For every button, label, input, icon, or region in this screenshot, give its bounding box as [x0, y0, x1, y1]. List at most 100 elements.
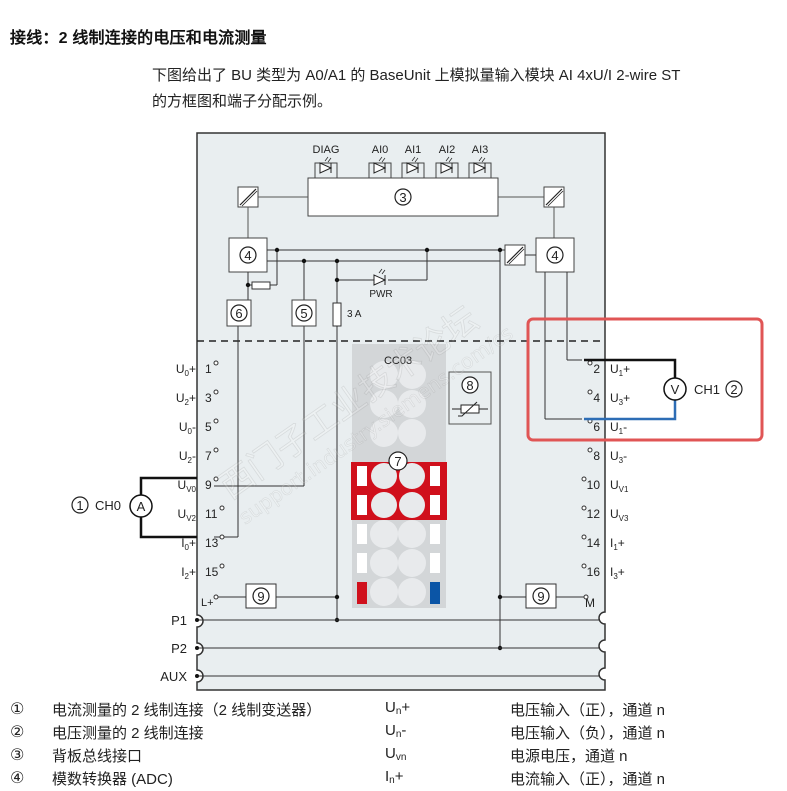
highlight-box [526, 317, 764, 442]
legend-description: 背板总线接口 [52, 748, 143, 765]
cc-hole [370, 578, 398, 606]
terminal-signal: UV3 [610, 507, 629, 523]
cc-hole [398, 361, 426, 389]
marker-8: 8 [466, 378, 473, 393]
led-group: DIAG AI0 AI1 AI2 AI3 [313, 144, 492, 179]
terminal-signal: U0- [179, 420, 196, 436]
fuse-label: 3 A [347, 309, 362, 320]
isolator-middle [504, 244, 526, 266]
terminal-signal: I3+ [610, 565, 625, 581]
led-ai2: AI2 [435, 144, 459, 179]
terminal-10: 10 UV1 [581, 476, 629, 494]
legend-symbol: Un+ [385, 699, 411, 717]
terminal-8: 8 U3- [587, 447, 627, 465]
terminal-signal: U1+ [610, 362, 630, 378]
led-icon [373, 162, 387, 174]
m-label: M [585, 596, 595, 610]
cc-hole [398, 419, 426, 447]
terminal-signal: U3+ [610, 391, 630, 407]
cc-hole [370, 390, 398, 418]
marker-2-circle [725, 380, 743, 398]
legend-marker: ③ [10, 747, 25, 764]
led-icon [440, 162, 454, 174]
terminal-number: 7 [205, 449, 212, 463]
ammeter-icon [129, 494, 153, 518]
cc-blue-element [430, 582, 440, 604]
cc-hole [370, 361, 398, 389]
marker-7-circle [388, 451, 408, 471]
terminal-signal: UV0 [178, 478, 197, 494]
legend-marker: ② [10, 724, 25, 741]
led-ai3: AI3 [468, 144, 492, 179]
cc-hole [370, 549, 398, 577]
cc-red-element [357, 582, 367, 604]
led-icon [319, 162, 333, 174]
marker-4-right-circle [546, 246, 564, 264]
terminal-number: 6 [593, 420, 600, 434]
terminal-signal: UV1 [610, 478, 629, 494]
terminal-number: 10 [587, 478, 601, 492]
bus-label-p2: P2 [171, 641, 187, 656]
terminal-signal: U1- [610, 420, 627, 436]
cc-hole [398, 520, 426, 548]
fuse [332, 302, 342, 327]
terminal-number: 15 [205, 565, 219, 579]
ch1-voltage-wiring [584, 358, 677, 421]
led-ai0: AI0 [368, 144, 392, 179]
legend-description: 电流测量的 2 线制连接（2 线制变送器） [52, 702, 322, 719]
intro-paragraph: 下图给出了 BU 类型为 A0/A1 的 BaseUnit 上模拟量输入模块 A… [152, 63, 782, 115]
marker-9-right-circle [532, 587, 550, 605]
thermistor-icon [452, 401, 488, 417]
led-label: AI3 [472, 144, 489, 156]
color-code-strip [351, 344, 447, 608]
terminal-number: 3 [205, 391, 212, 405]
marker-4-left-circle [239, 246, 257, 264]
terminal-number: 16 [587, 565, 601, 579]
marker-1: 1 [76, 498, 83, 513]
marker-1-circle [71, 496, 89, 514]
terminal-1: U0+1 [176, 360, 219, 378]
led-diag: DIAG [313, 144, 339, 179]
isolator-right [543, 186, 565, 208]
section-heading: 接线：2 线制连接的电压和电流测量 [10, 30, 267, 47]
marker-4-right: 4 [551, 248, 558, 263]
terminal-signal: UV2 [178, 507, 197, 523]
terminal-number: 5 [205, 420, 212, 434]
lplus-label: L+ [201, 597, 214, 609]
marker-9-right: 9 [537, 589, 544, 604]
terminal-signal: I2+ [181, 565, 196, 581]
m-terminal [583, 594, 589, 600]
marker-9-left: 9 [257, 589, 264, 604]
junction-dots [245, 247, 503, 651]
legend-description: 电压测量的 2 线制连接 [52, 725, 204, 742]
ammeter-label: A [137, 499, 146, 514]
legend-meaning: 电流输入（正），通道 n [510, 771, 666, 788]
intro-line-1: 下图给出了 BU 类型为 A0/A1 的 BaseUnit 上模拟量输入模块 A… [152, 67, 681, 84]
legend-symbol: Uvn [385, 745, 407, 763]
bus-label-aux: AUX [160, 669, 187, 684]
led-label: AI1 [405, 144, 422, 156]
marker-5: 5 [300, 306, 307, 321]
terminal-number: 8 [593, 449, 600, 463]
marker-7: 7 [394, 454, 401, 469]
terminal-signal: U3- [610, 449, 627, 465]
led-label: AI2 [439, 144, 456, 156]
terminal-6: 6 U1- [587, 418, 627, 436]
marker-9-left-circle [252, 587, 270, 605]
intro-line-2: 的方框图和端子分配示例。 [152, 93, 333, 110]
terminal-7: U2-7 [179, 447, 219, 465]
terminal-number: 2 [593, 362, 600, 376]
cc-hole [398, 578, 426, 606]
pwr-led-icon [373, 268, 387, 286]
legend-symbol: Un- [385, 722, 407, 740]
cc-hole [370, 419, 398, 447]
